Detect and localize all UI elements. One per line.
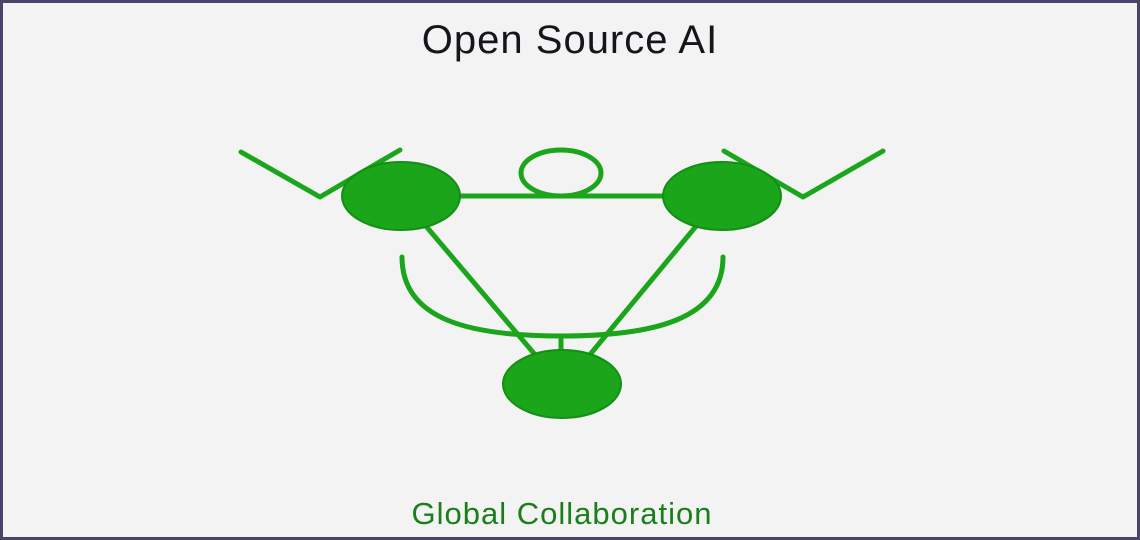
left-node [341, 161, 461, 231]
caption: Global Collaboration [411, 496, 713, 531]
left-diagonal [422, 222, 540, 360]
page-title: Open Source AI [421, 18, 719, 62]
canvas [3, 3, 1137, 537]
right-diagonal [585, 222, 700, 360]
bottom-node [502, 349, 622, 419]
top-loop [518, 147, 604, 199]
right-node [662, 161, 782, 231]
bowl-curve [399, 254, 726, 339]
